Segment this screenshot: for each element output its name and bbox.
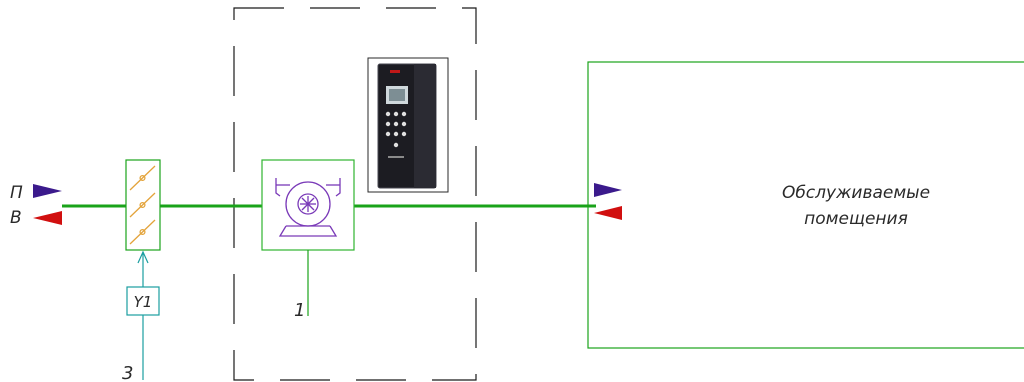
supply-arrow-right	[594, 183, 622, 197]
equipment-boundary	[233, 7, 477, 381]
return-label: В	[10, 208, 22, 228]
centrifugal-fan-icon	[261, 159, 355, 251]
fan-ref-label: 1	[294, 300, 305, 321]
supply-label: П	[10, 183, 23, 203]
control-arrowhead	[137, 250, 149, 264]
return-arrow-right	[594, 206, 622, 220]
served-rooms-boundary	[587, 61, 1024, 349]
return-arrow-left	[33, 211, 62, 225]
served-rooms-label-line1: Обслуживаемые	[782, 183, 930, 203]
damper-ref-label: 3	[122, 363, 133, 382]
frequency-drive-icon	[367, 57, 449, 193]
actuator-box	[126, 286, 160, 316]
actuator-label: Y1	[134, 293, 153, 311]
air-damper-icon	[125, 159, 161, 251]
supply-arrow-left	[33, 184, 62, 198]
served-rooms-label-line2: помещения	[804, 209, 908, 229]
